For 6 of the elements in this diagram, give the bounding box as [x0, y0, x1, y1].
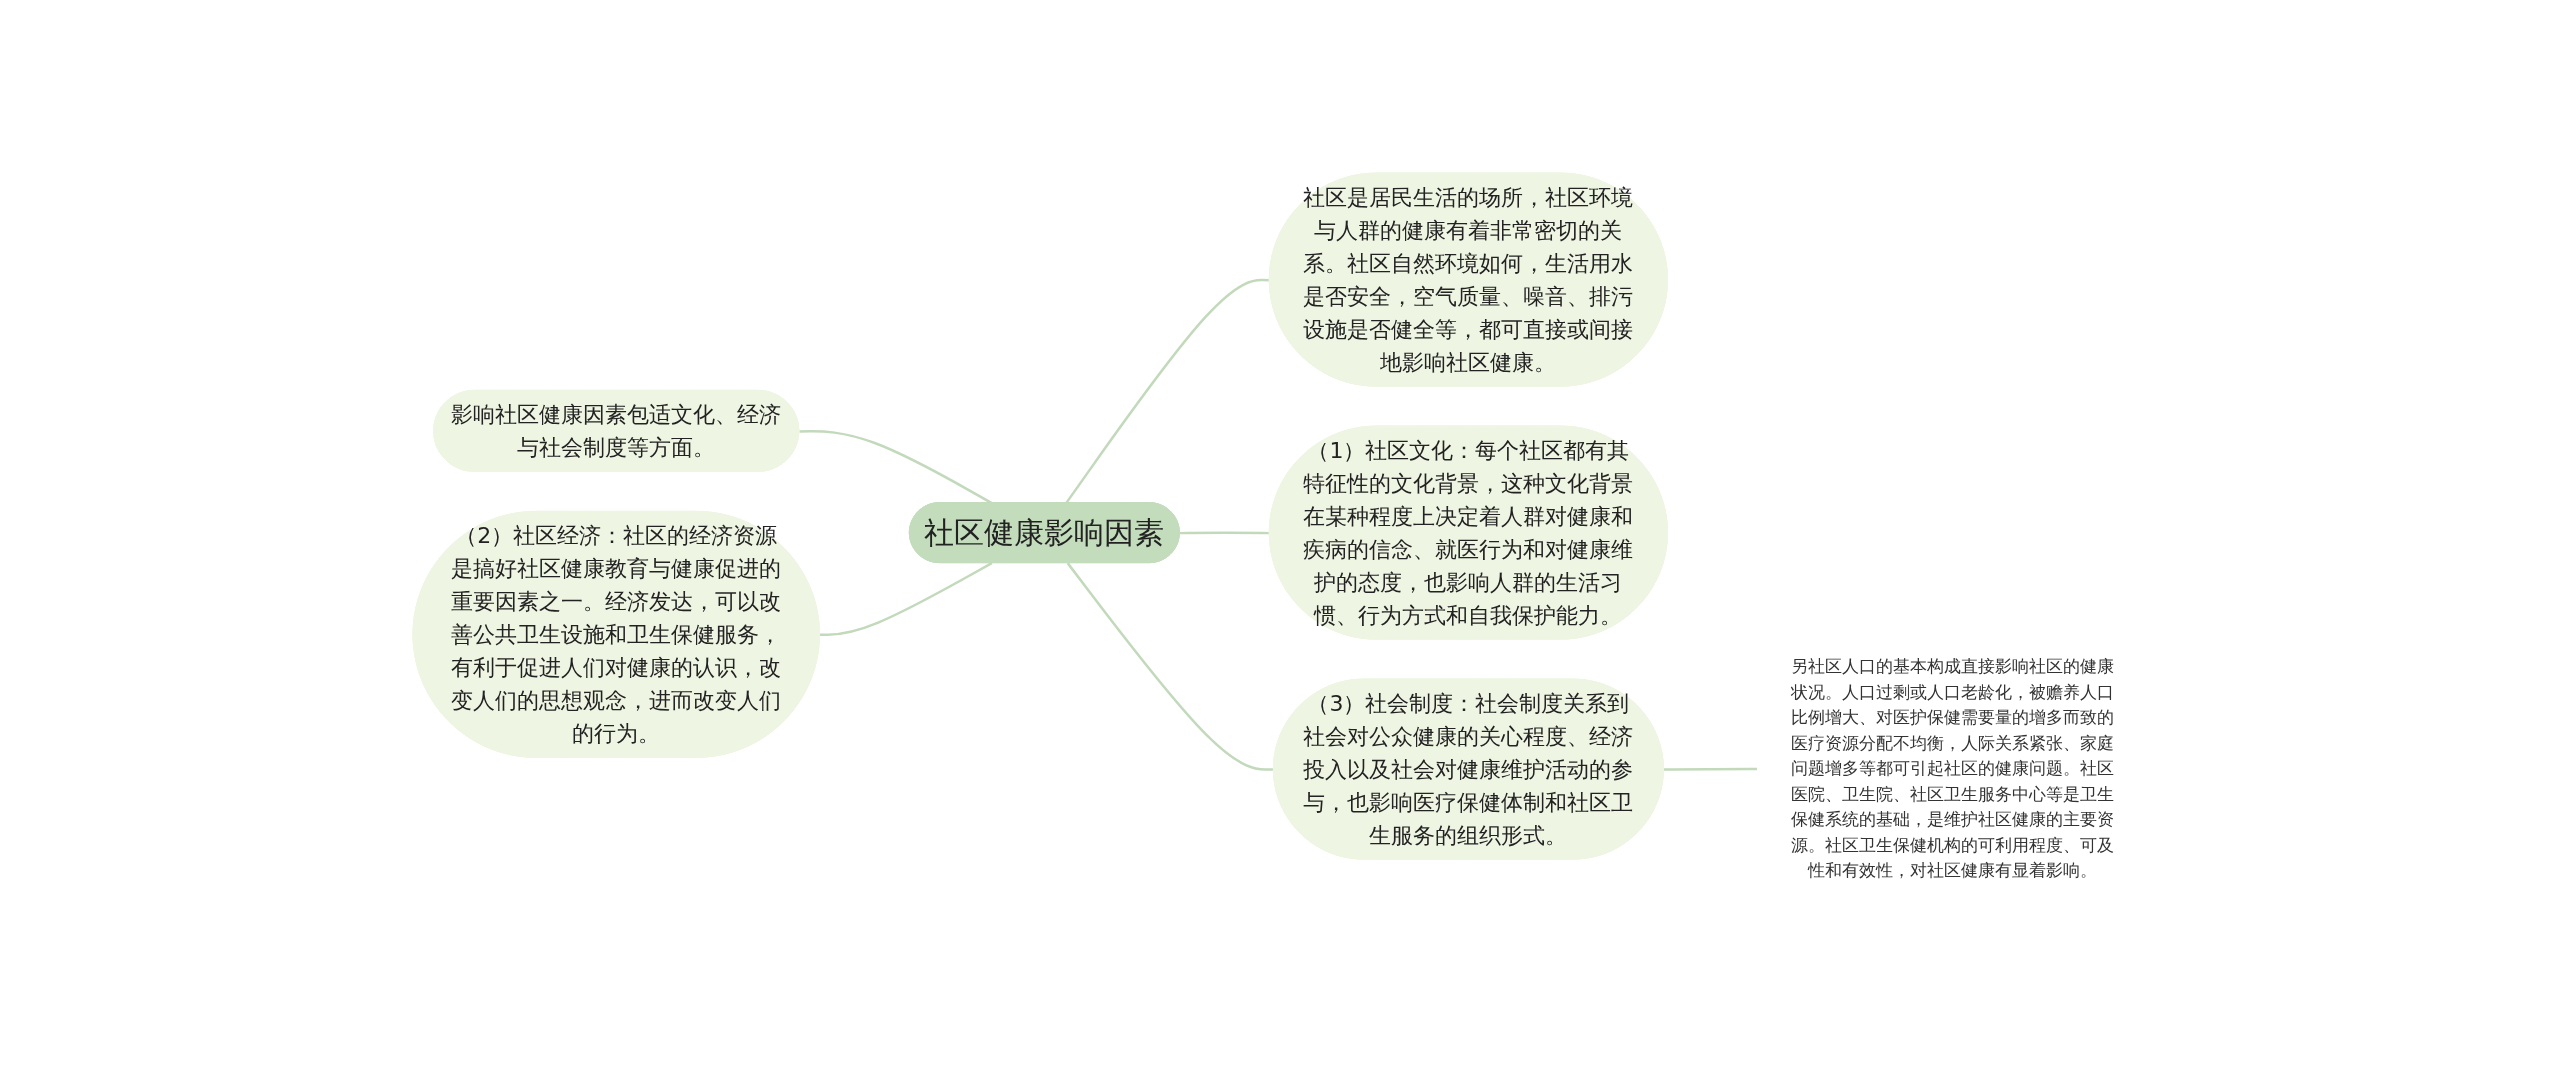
connector [1064, 278, 1270, 504]
connector [1663, 767, 1758, 771]
connector [1066, 562, 1274, 771]
connector [1179, 531, 1270, 535]
node-text: 另社区人口的基本构成直接影响社区的健康状况。人口过剩或人口老龄化，被赡养人口比例增大、对医护保健需要量的增多而致的医疗资源分配不均衡，人际关系紧张、家庭问题增多等都可引起社区的健康问题。社区医院、卫生院、社区卫生服务中心等是卫生保健系统的基础，是维护社区健康的主要资源。社区卫生保健机构的可利用程度、可及性和有效性，对社区健康有显着影响。 [1790, 656, 2114, 881]
connector [819, 562, 993, 637]
